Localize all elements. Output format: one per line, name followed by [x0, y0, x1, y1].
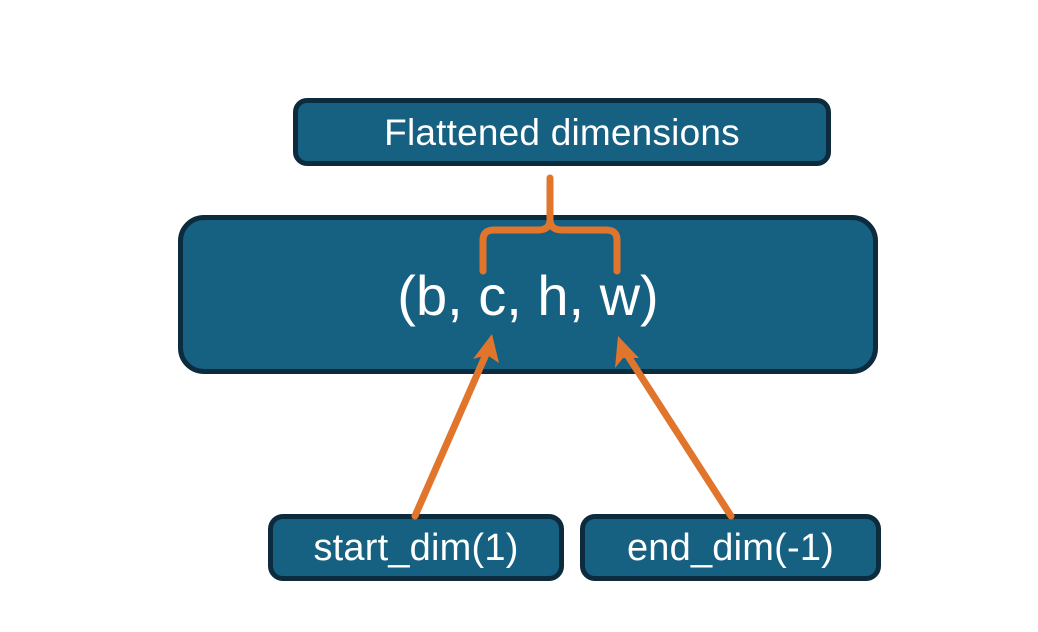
end-dim-node[interactable]: end_dim(-1) [580, 514, 881, 581]
tensor-shape-node[interactable]: (b, c, h, w) [178, 215, 878, 374]
end-dim-arrow-line [622, 349, 735, 520]
tensor-shape-label: (b, c, h, w) [397, 264, 659, 327]
start-dim-node[interactable]: start_dim(1) [268, 514, 564, 581]
end-dim-label: end_dim(-1) [626, 526, 835, 569]
start-dim-label: start_dim(1) [313, 526, 519, 569]
flattened-dimensions-node[interactable]: Flattened dimensions [293, 98, 831, 166]
flattened-dimensions-label: Flattened dimensions [384, 111, 740, 153]
start-dim-arrow-line [411, 348, 491, 520]
